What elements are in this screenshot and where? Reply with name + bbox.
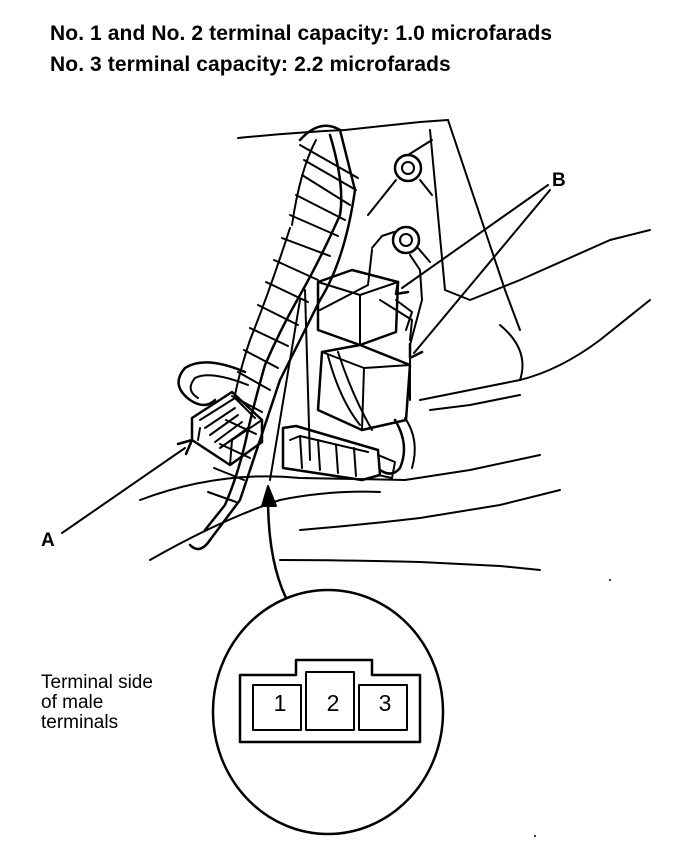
- terminal-number-1: 1: [273, 690, 287, 716]
- terminal-housing: [238, 658, 422, 744]
- terminal-note-line-2: of male: [41, 692, 104, 713]
- capacity-heading-1: No. 1 and No. 2 terminal capacity: 1.0 m…: [50, 22, 553, 45]
- leader-b: [394, 184, 551, 360]
- condenser-connector: [281, 424, 396, 482]
- bolt-lower: [371, 225, 431, 263]
- condenser-upper: [316, 268, 413, 347]
- terminal-number-2: 2: [326, 690, 340, 716]
- print-specks: [534, 579, 611, 837]
- leader-a: [61, 438, 194, 534]
- terminal-note-line-1: Terminal side: [41, 672, 153, 693]
- condenser-lower: [316, 343, 412, 432]
- capacity-heading-2: No. 3 terminal capacity: 2.2 microfarads: [50, 53, 451, 76]
- view-arrow: [261, 485, 288, 600]
- cable-loop-a: [177, 361, 249, 407]
- callout-a: A: [41, 530, 55, 551]
- body-panel-lines: [139, 119, 651, 571]
- cable-to-connector: [378, 417, 416, 475]
- mounting-bracket: [319, 249, 423, 401]
- callout-b: B: [552, 170, 566, 191]
- detail-view-circle: [211, 588, 445, 836]
- main-harness: [188, 124, 359, 551]
- terminal-note-line-3: terminals: [41, 712, 119, 733]
- terminal-number-3: 3: [378, 690, 392, 716]
- bolt-upper: [367, 139, 433, 216]
- connector-a: [190, 390, 264, 467]
